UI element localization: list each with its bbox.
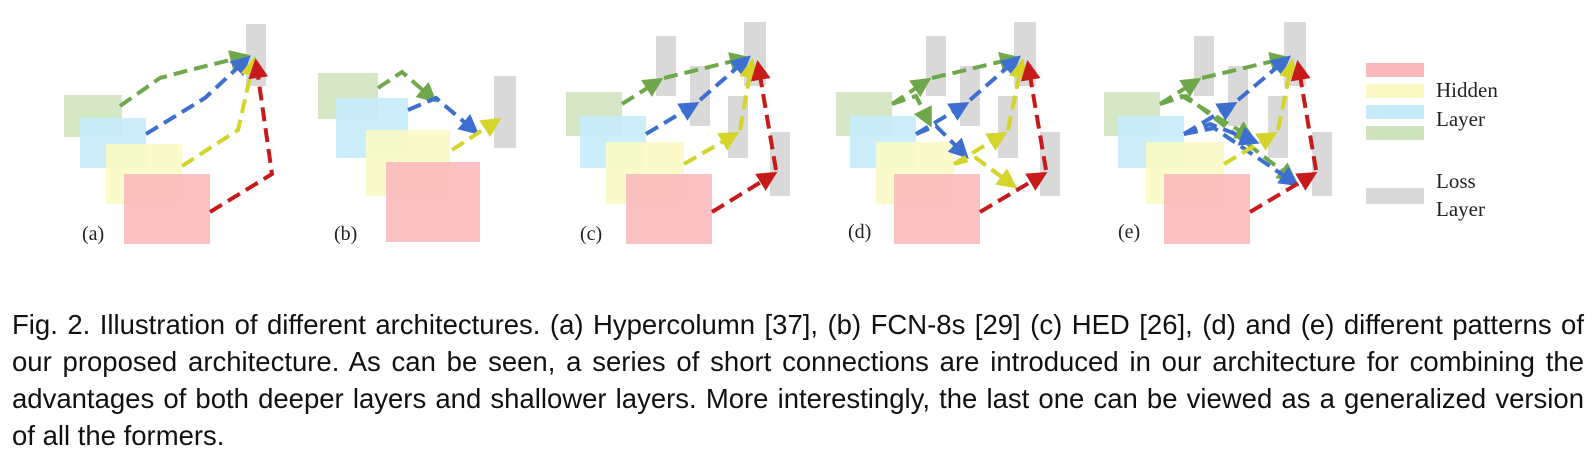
hidden-layers [318, 73, 480, 242]
panel-label: (e) [1118, 221, 1140, 243]
panel-d: (d) [836, 22, 1060, 244]
legend-hidden-label-line2: Layer [1436, 107, 1485, 131]
legend-hidden-label-line1: Hidden [1436, 78, 1498, 102]
panel-label: (a) [82, 223, 104, 245]
panel-c: (c) [566, 22, 790, 245]
hidden-layers [64, 95, 210, 244]
hidden-layers [566, 92, 712, 244]
loss-layer [494, 76, 516, 148]
legend-swatch-hidden-green [1366, 126, 1424, 140]
panel-label: (b) [334, 223, 357, 245]
hidden-layers [1104, 92, 1250, 244]
loss-layer [246, 24, 266, 86]
panel-label: (c) [580, 223, 602, 245]
architecture-figure: (a) (b) [64, 22, 1498, 245]
hidden-layers [836, 92, 980, 244]
panel-b: (b) [318, 69, 516, 245]
legend-swatch-hidden-yellow [1366, 84, 1424, 98]
figure-caption: Fig. 2. Illustration of different archit… [12, 308, 1584, 451]
legend-loss-label-line1: Loss [1436, 169, 1476, 193]
panel-e: (e) [1104, 22, 1332, 244]
legend-swatch-hidden-blue [1366, 105, 1424, 119]
panel-a: (a) [64, 24, 275, 245]
legend-loss-label-line2: Layer [1436, 197, 1485, 221]
legend-swatch-hidden-pink [1366, 63, 1424, 77]
legend: Hidden Layer Loss Layer [1366, 63, 1498, 221]
panel-label: (d) [848, 221, 871, 243]
legend-swatch-loss [1366, 188, 1424, 204]
